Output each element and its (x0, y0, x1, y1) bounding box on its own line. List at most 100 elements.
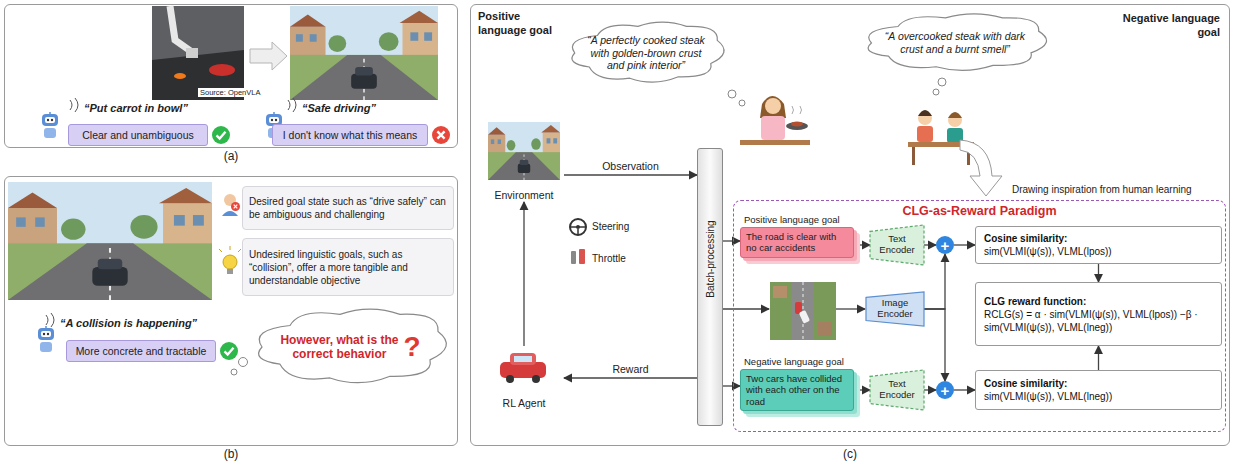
answer-box: I don't know what this means (272, 124, 428, 146)
node-heading: Cosine similarity: (984, 232, 1213, 245)
connector (1098, 264, 1099, 282)
agent-node: RL Agent (484, 346, 564, 410)
node-text: + (941, 238, 950, 253)
goal-box: Positive language goalThe road is clear … (740, 214, 860, 268)
node-text: “A overcooked steak with dark crust and … (882, 30, 1028, 55)
chef-figure-part (786, 122, 808, 130)
annotation-label: “Put carrot in bowl” (84, 102, 188, 114)
environment-node: Environment (484, 122, 564, 202)
edge-label: Observation (600, 160, 661, 172)
idea-icon-part (222, 211, 238, 216)
panel-frame: (a)Clear and unambiguousI don't know wha… (4, 4, 458, 148)
students-figure-part (918, 111, 932, 125)
robot-scene-part (170, 6, 192, 52)
connector (564, 174, 697, 175)
thought-bubble-part (933, 89, 939, 95)
annotation-label: Drawing inspiration from human learning (1012, 184, 1192, 195)
status-icon-part (220, 342, 238, 360)
driving-scene-part (8, 182, 212, 300)
inspiration-arrow (960, 140, 1002, 196)
idea-icon-part (223, 255, 237, 269)
robot-icon-part (46, 313, 54, 327)
thought-bubble-part (739, 100, 745, 106)
cloud-outline (868, 14, 1046, 70)
node-text: sim(VLMI(ψ(s)), VLML(lneg)) (984, 390, 1213, 403)
driving-scene-part (488, 122, 560, 180)
chef-figure-part (761, 116, 785, 140)
chef-figure-part (740, 140, 810, 145)
panel-caption: (b) (5, 447, 457, 461)
robot-icon-part (42, 112, 58, 138)
status-icon-part (212, 126, 230, 144)
robot-scene (152, 6, 244, 100)
chef-figure (740, 96, 810, 145)
sum-circle: + (936, 381, 954, 399)
robot-scene-part (186, 48, 198, 58)
node-text: Desired goal state such as “drive safely… (249, 195, 447, 221)
node-heading: Negative language goal (740, 356, 860, 367)
inspiration-arrow-part (960, 140, 1002, 196)
encoder-outline (866, 292, 924, 326)
connector (954, 244, 975, 245)
control-icons-part (570, 219, 586, 235)
node-text: Image Encoder (870, 298, 920, 320)
node-text: RCLG(s) = α · sim(VLMI(ψ(s)), VLML(lpos)… (984, 308, 1213, 334)
robot-icon-part (38, 326, 54, 352)
aerial-image-part (773, 286, 787, 298)
goal-box: Negative language goalTwo cars have coll… (740, 356, 860, 416)
answer-box: More concrete and tractable (66, 340, 216, 362)
encoder-block: Text Encoder (870, 370, 924, 410)
students-figure-part (948, 112, 962, 118)
answer-box: Clear and unambiguous (68, 124, 208, 146)
chef-figure-part (760, 96, 786, 118)
robot-scene-part (174, 73, 186, 79)
control-icons (570, 219, 586, 264)
idea-icon (219, 194, 241, 274)
node-text: The road is clear with no car accidents (740, 227, 854, 258)
image-flow-line-part (723, 308, 769, 309)
node-heading: Positive language goal (740, 214, 860, 225)
connector (924, 309, 945, 381)
annotation-label: “A collision is happening” (60, 317, 197, 329)
aerial-image-part (799, 310, 810, 324)
connector (564, 377, 697, 378)
connector (860, 389, 870, 390)
paradigm-frame: CLG-as-Reward ParadigmPositive language … (733, 200, 1226, 432)
node-text: Two cars have collided with each other o… (740, 369, 854, 411)
transition-arrow-part (250, 42, 287, 70)
thought-bubble-part (231, 369, 237, 375)
panel-caption: (c) (471, 447, 1229, 461)
panel-frame: (c)“A perfectly cooked steak with golden… (470, 4, 1230, 446)
encoder-outline (870, 370, 924, 410)
agent-car-part (532, 375, 540, 383)
aerial-image (770, 282, 836, 340)
node-text: I don't know what this means (283, 129, 418, 141)
node-text: Environment (495, 189, 554, 201)
node-text: “A perfectly cooked steak with golden-br… (587, 34, 705, 72)
node-text: Batch-processing (705, 221, 716, 298)
idea-icon-part (231, 202, 240, 211)
connector (523, 202, 524, 346)
control-icons-part (570, 227, 586, 235)
panel-caption: (a) (5, 149, 457, 163)
node-text: sim(VLMI(ψ(s)), VLML(lpos)) (984, 245, 1213, 258)
chef-figure-part (791, 122, 803, 127)
annotation-label: Negative language goal (1120, 12, 1220, 40)
node-text: ? (403, 333, 420, 361)
node-text: Undesired linguistic goals, such as “col… (249, 248, 447, 287)
chef-figure-part (792, 106, 802, 114)
robot-scene-part (152, 6, 244, 100)
aerial-image-part (792, 282, 814, 340)
image-flow-line (723, 309, 865, 310)
chef-figure-part (765, 98, 781, 114)
encoder-block: Image Encoder (866, 292, 924, 326)
encoder-block: Text Encoder (870, 225, 924, 265)
thought-cloud: “A perfectly cooked steak with golden-br… (565, 18, 727, 88)
transition-arrow (250, 42, 287, 70)
idea-icon-part (219, 246, 241, 252)
aerial-image-part (818, 322, 832, 336)
thought-cloud: “A overcooked steak with dark crust and … (860, 10, 1050, 76)
connector (924, 244, 936, 245)
annotation-label: Source: OpenVLA (198, 88, 262, 97)
